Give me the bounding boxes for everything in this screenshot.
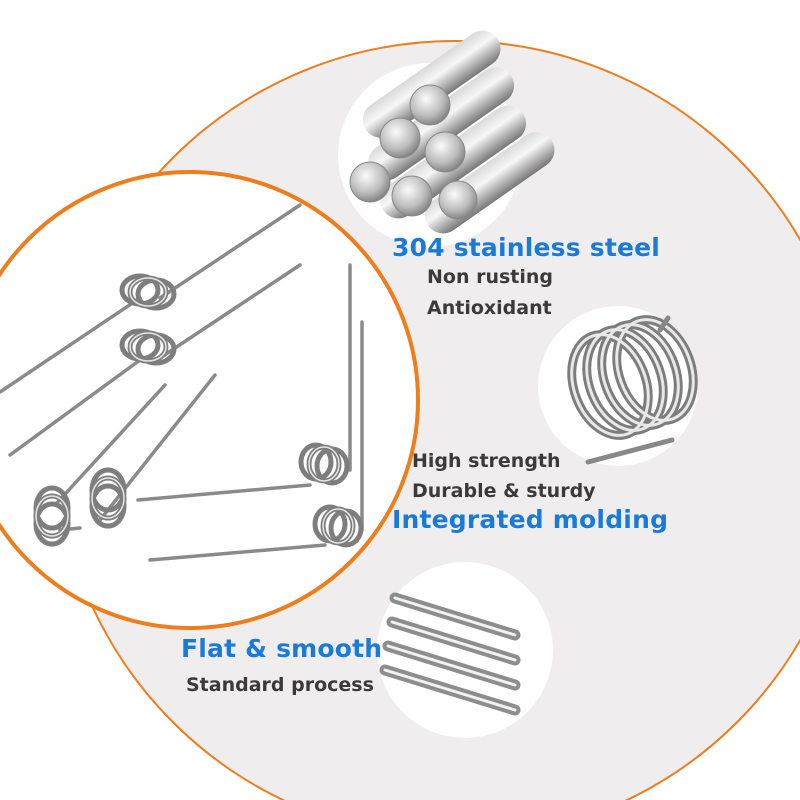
torsion-spring-set-illustration [0,170,420,630]
finish-title: Flat & smooth [181,634,383,663]
steel-rod-bundle-illustration [338,30,555,247]
coiled-wire-spring-illustration [538,306,698,466]
molding-title: Integrated molding [392,505,669,534]
material-point-2: Antioxidant [427,297,552,319]
molding-point-2: Durable & sturdy [412,480,596,502]
material-point-1: Non rusting [427,266,554,288]
material-title: 304 stainless steel [392,233,661,262]
polished-rods-illustration [377,562,553,738]
finish-point-1: Standard process [186,674,374,696]
molding-point-1: High strength [412,450,561,472]
